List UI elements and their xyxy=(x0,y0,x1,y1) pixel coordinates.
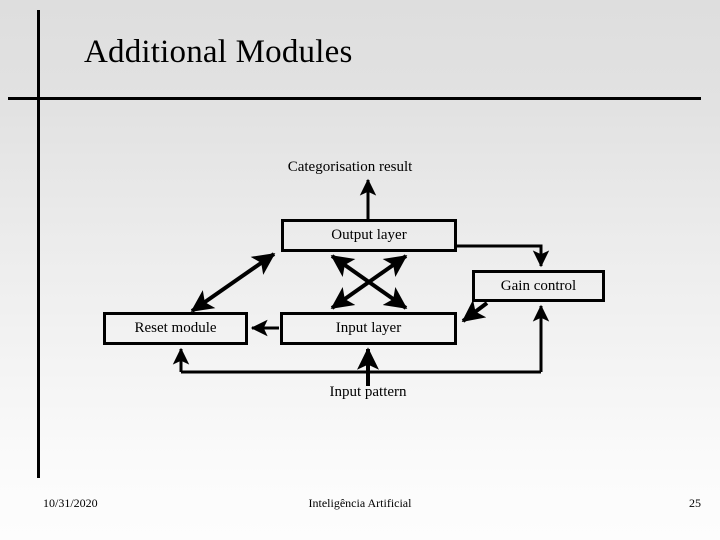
arrow-output-input-diagonal-a xyxy=(330,254,408,310)
diagram-box-input-layer[interactable]: Input layer xyxy=(280,312,457,345)
diagram-label-input-pattern: Input pattern xyxy=(329,384,407,400)
diagram-box-output-layer-label: Output layer xyxy=(331,227,407,243)
diagram-box-output-layer[interactable]: Output layer xyxy=(281,219,457,252)
diagram-label-categorisation-result: Categorisation result xyxy=(287,159,413,175)
page-title: Additional Modules xyxy=(84,34,353,70)
diagram-box-reset-module-label: Reset module xyxy=(134,320,217,336)
diagram-box-gain-control-label: Gain control xyxy=(500,277,577,294)
arrow-output-to-gain xyxy=(457,244,550,268)
arrow-output-input-diagonal-b xyxy=(330,254,408,310)
arrow-reset-to-output xyxy=(190,252,276,313)
footer-date: 10/31/2020 xyxy=(43,496,98,510)
footer-subject: Inteligência Artificial xyxy=(308,496,412,510)
horizontal-rule-decoration xyxy=(8,97,701,100)
diagram-box-gain-control[interactable]: Gain control xyxy=(472,270,605,302)
diagram-box-reset-module[interactable]: Reset module xyxy=(103,312,248,345)
vertical-rule-decoration xyxy=(37,10,40,478)
diagram-box-input-layer-label: Input layer xyxy=(335,320,402,336)
footer-page-number: 25 xyxy=(689,496,701,510)
arrow-gain-to-input xyxy=(461,299,489,323)
